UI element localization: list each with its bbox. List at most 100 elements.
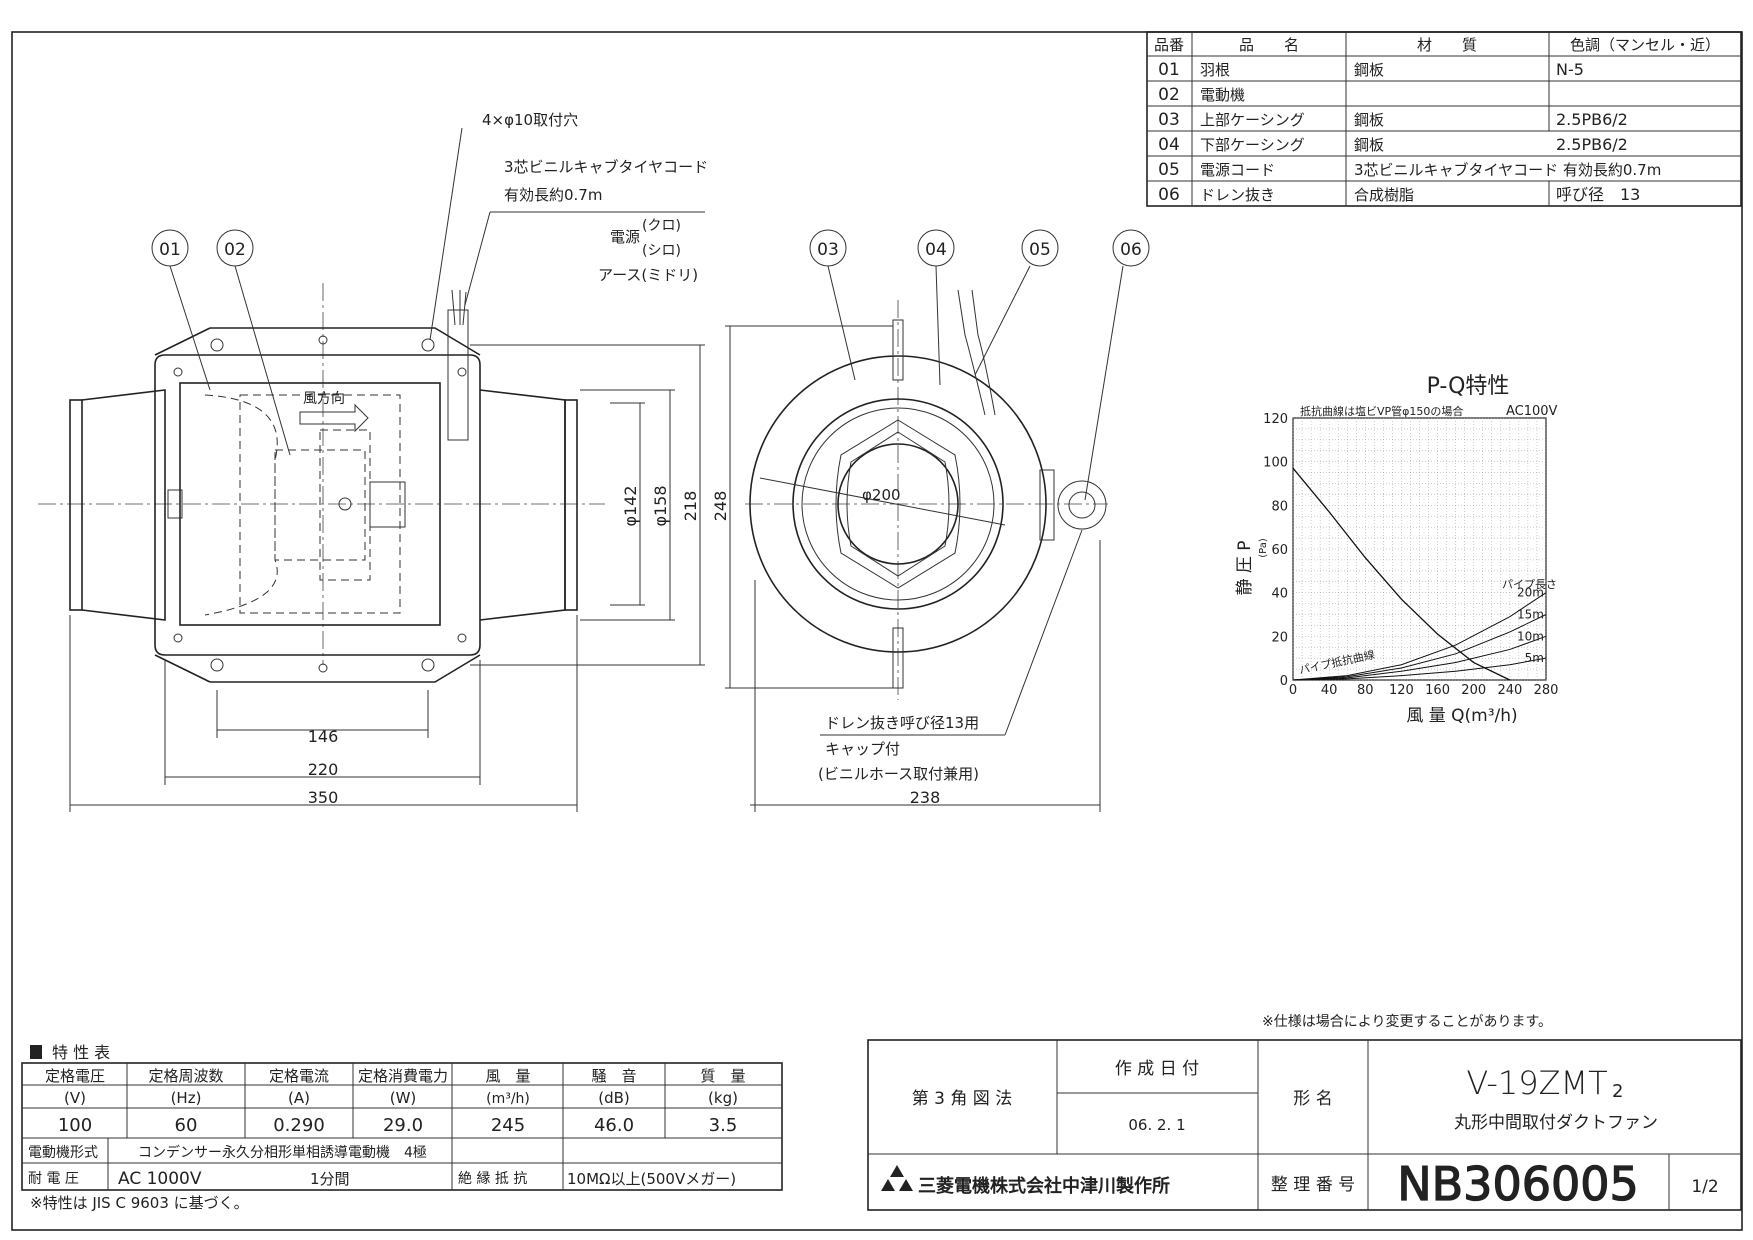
callout-06: 06 [1112, 229, 1150, 267]
withstand-value: AC 1000V [118, 1169, 202, 1189]
creation-date: 06. 2. 1 [1128, 1116, 1185, 1134]
part-color: 呼び径 13 [1556, 185, 1640, 204]
svg-text:06: 06 [1120, 240, 1142, 260]
pq-chart: P-Q特性 抵抗曲線は塩ビVP管φ150の場合 AC100V 風 量 Q(m³/… [1235, 374, 1558, 726]
dim-218: 218 [681, 491, 700, 522]
front-view [725, 265, 1124, 812]
x-tick-label: 120 [1389, 683, 1414, 698]
company-name: 三菱電機株式会社中津川製作所 [918, 1175, 1170, 1197]
chart-xlabel: 風 量 Q(m³/h) [1406, 706, 1517, 726]
ref-label: 整 理 番 号 [1271, 1175, 1355, 1195]
x-tick-label: 240 [1497, 683, 1522, 698]
chart-title: P-Q特性 [1427, 374, 1510, 399]
series-line [1292, 614, 1547, 681]
part-name: 電動機 [1200, 86, 1245, 104]
part-no: 06 [1158, 185, 1180, 205]
part-no: 03 [1158, 110, 1180, 130]
spec-header: 風 量 [485, 1067, 530, 1085]
date-label: 作 成 日 付 [1115, 1059, 1199, 1079]
chart-ylabel: 静 圧 P [1235, 540, 1255, 595]
spec-header: 定格電流 [269, 1067, 329, 1085]
x-tick-label: 160 [1425, 683, 1450, 698]
x-tick-label: 80 [1357, 683, 1374, 698]
svg-text:04: 04 [925, 240, 947, 260]
model-label: 形 名 [1293, 1089, 1332, 1109]
callout-02: 02 [216, 229, 254, 267]
part-material: 合成樹脂 [1354, 186, 1414, 204]
dim-238: 238 [910, 788, 941, 807]
pipe-length-label: パイプ長さ [1502, 578, 1557, 591]
spec-unit: (Hz) [171, 1089, 202, 1107]
cord-note-1: 3芯ビニルキャブタイヤコード [504, 158, 708, 176]
part-color: N-5 [1556, 60, 1584, 79]
dim-248: 248 [711, 491, 730, 522]
series-label: 5m [1525, 651, 1544, 665]
spec-value: 0.290 [273, 1115, 325, 1136]
cord-note-2: 有効長約0.7m [504, 186, 602, 204]
insulation-value: 10MΩ以上(500Vメガー) [567, 1170, 736, 1188]
spec-value: 60 [175, 1115, 198, 1136]
spec-header: 定格周波数 [148, 1067, 223, 1085]
spec-header: 騒 音 [591, 1067, 636, 1085]
y-tick-label: 20 [1271, 630, 1288, 645]
drain-note-1: ドレン抜き呼び径13用 [825, 714, 979, 732]
parts-header-color: 色調（マンセル・近） [1570, 36, 1720, 54]
parts-header-name: 品 名 [1239, 36, 1299, 54]
withstand-label: 耐 電 圧 [28, 1171, 79, 1187]
page-number: 1/2 [1691, 1177, 1718, 1197]
part-no: 02 [1158, 85, 1180, 105]
spec-footnote: ※特性は JIS C 9603 に基づく。 [30, 1194, 249, 1212]
series-label: 20m [1517, 586, 1544, 600]
spec-unit: (m³/h) [486, 1091, 530, 1107]
side-view: 風方向 [38, 127, 705, 683]
y-tick-label: 40 [1271, 587, 1288, 602]
sheet-border [11, 31, 1743, 1231]
part-material: 鋼板 [1354, 61, 1384, 79]
part-no: 05 [1158, 160, 1180, 180]
dim-200: φ200 [862, 486, 901, 504]
x-tick-label: 40 [1321, 683, 1338, 698]
spec-table-title: 特 性 表 [52, 1043, 110, 1062]
part-no: 04 [1158, 135, 1180, 155]
spec-unit: (W) [390, 1089, 417, 1107]
dim-142: φ142 [621, 485, 640, 526]
chart-voltage-label: AC100V [1506, 404, 1558, 419]
chart-subtitle: 抵抗曲線は塩ビVP管φ150の場合 [1300, 404, 1463, 418]
mount-hole [210, 338, 435, 672]
projection-label: 第 3 角 図 法 [912, 1089, 1012, 1109]
product-name: 丸形中間取付ダクトファン [1454, 1113, 1658, 1133]
chart-ylabel-unit: (Pa) [1258, 538, 1269, 558]
spec-value: 100 [58, 1115, 92, 1136]
series-line [1292, 467, 1511, 681]
x-tick-label: 0 [1289, 683, 1297, 698]
spec-value: 29.0 [383, 1115, 423, 1136]
parts-table: 品番 品 名 材 質 色調（マンセル・近） 01 羽根 鋼板 N-5 02 電動… [1146, 31, 1742, 207]
callout-03: 03 [809, 229, 847, 267]
x-tick-label: 200 [1461, 683, 1486, 698]
y-tick-label: 80 [1271, 499, 1288, 514]
part-name: ドレン抜き [1200, 186, 1275, 204]
spec-change-note: ※仕様は場合により変更することがあります。 [1262, 1013, 1552, 1030]
spec-header: 定格消費電力 [358, 1067, 448, 1085]
series-label: 10m [1517, 629, 1544, 643]
spec-value: 46.0 [594, 1115, 634, 1136]
series-line [1292, 657, 1547, 681]
callout-05: 05 [1021, 229, 1059, 267]
drain-note-2: キャップ付 [825, 740, 900, 758]
part-material: 3芯ビニルキャブタイヤコード 有効長約0.7m [1354, 161, 1661, 179]
dim-146: 146 [308, 727, 339, 746]
callout-04: 04 [917, 229, 955, 267]
wire-power-label: 電源 [610, 228, 640, 246]
y-tick-label: 120 [1263, 412, 1288, 427]
svg-text:01: 01 [159, 240, 181, 260]
wire-earth-label: アース(ミドリ) [598, 266, 698, 284]
y-tick-label: 0 [1280, 674, 1288, 689]
svg-text:02: 02 [224, 240, 246, 260]
part-name: 下部ケーシング [1200, 136, 1305, 154]
callout-01: 01 [151, 229, 189, 267]
dim-158: φ158 [651, 485, 670, 526]
title-block [867, 1039, 1742, 1211]
part-material: 鋼板 [1354, 136, 1384, 154]
parts-header-no: 品番 [1154, 36, 1184, 54]
